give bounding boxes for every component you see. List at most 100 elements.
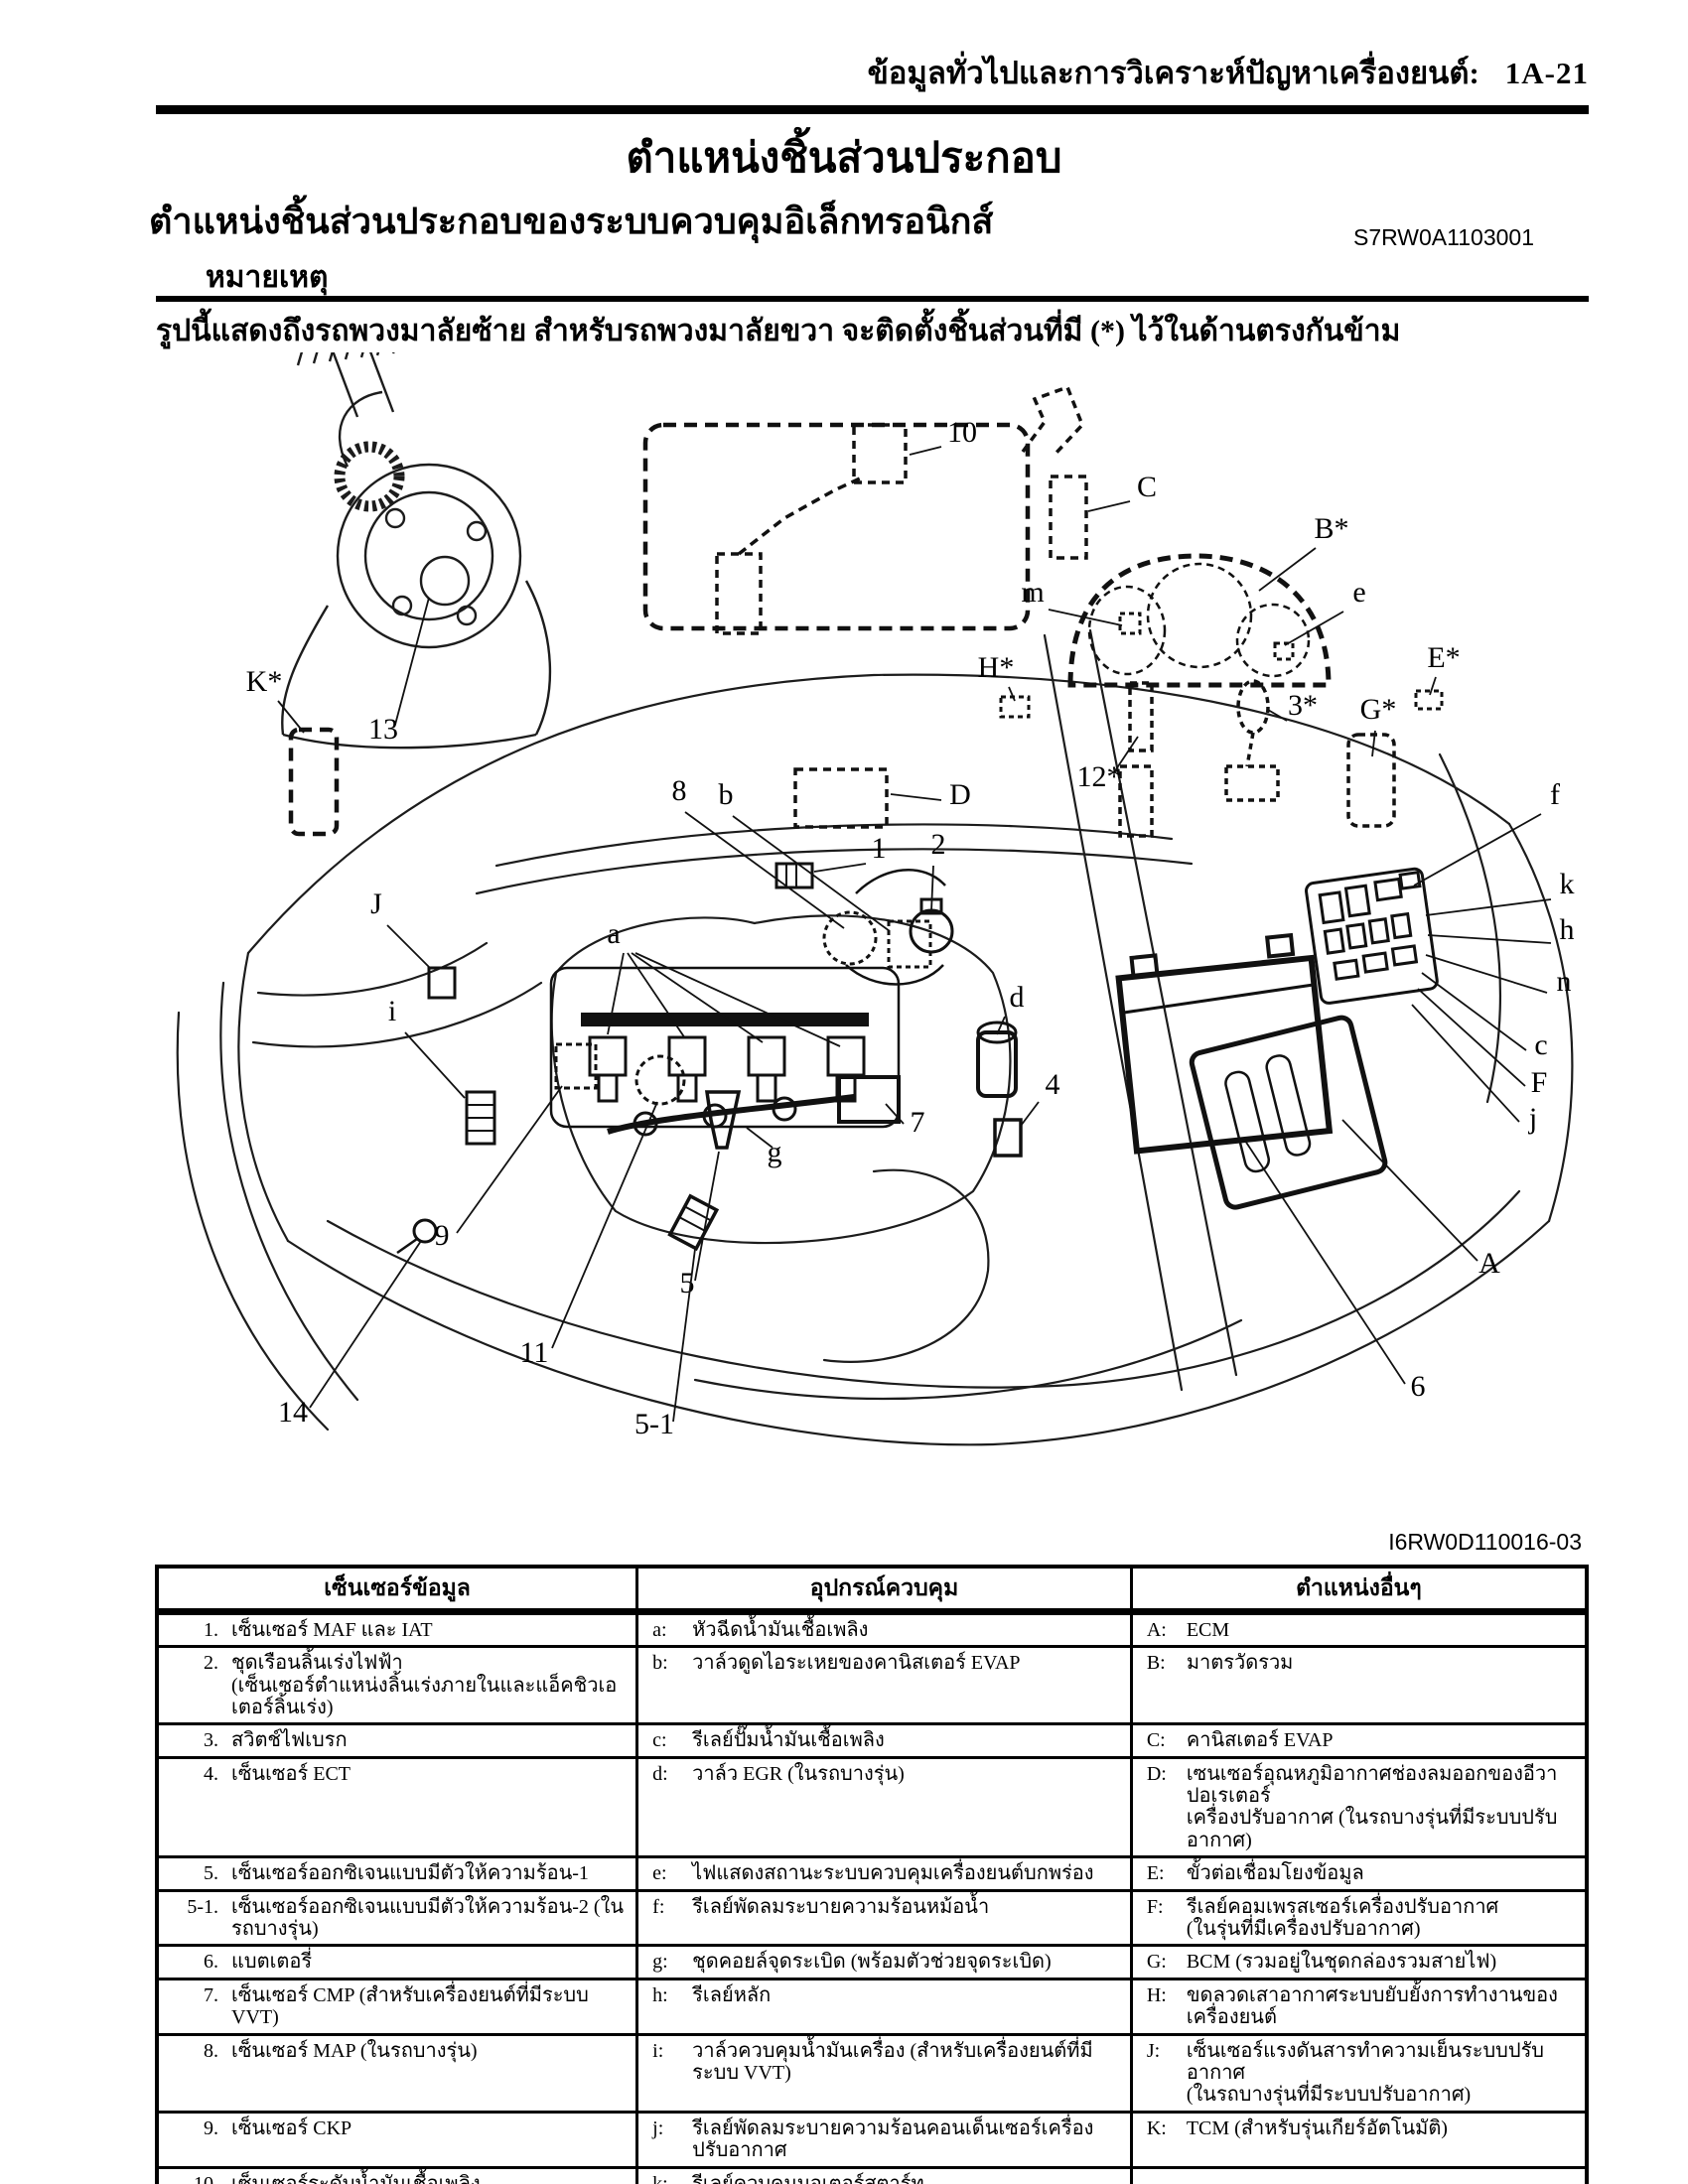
callout-label-n: n xyxy=(1557,965,1572,998)
item-label: ชุดเรือนลิ้นเร่งไฟฟ้า (เซ็นเซอร์ตำแหน่งล… xyxy=(231,1652,618,1718)
callout-label-K: K* xyxy=(246,665,283,698)
engine-components xyxy=(396,862,1023,1255)
table-row: 5-1. เซ็นเซอร์ออกซิเจนแบบมีตัวให้ความร้อน… xyxy=(155,1888,1589,1948)
callout-leader xyxy=(885,1103,905,1125)
callout-label-h: h xyxy=(1560,913,1575,946)
callout-leader xyxy=(813,863,867,873)
instrument-cluster-B xyxy=(1067,553,1332,688)
item-key: b: xyxy=(652,1652,668,1675)
callout-leader xyxy=(1411,1004,1520,1123)
item-key: 8. xyxy=(204,2039,218,2062)
item-key: e: xyxy=(652,1862,667,1885)
item-label: มาตรวัดรวม xyxy=(1186,1652,1294,1675)
callout-leader xyxy=(1020,1101,1040,1127)
item-label: รีเลย์พัดลมระบายความร้อนหม้อน้ำ xyxy=(692,1895,990,1918)
maf-iat-sensor-1 xyxy=(774,862,814,889)
callout-label-8: 8 xyxy=(672,774,687,807)
immobilizer-coil-H xyxy=(999,695,1031,719)
callout-label-m: m xyxy=(1021,576,1044,609)
callout-label-b: b xyxy=(719,778,734,811)
note-label: หมายเหตุ xyxy=(206,261,329,294)
callout-leader xyxy=(1417,988,1526,1087)
item-key: 9. xyxy=(204,2116,218,2139)
page-title: ตำแหน่งชิ้นส่วนประกอบ xyxy=(626,136,1062,182)
control-cell: h:รีเลย์หลัก xyxy=(635,1977,1133,2036)
item-key: c: xyxy=(652,1729,667,1752)
table-header-row: เซ็นเซอร์ข้อมูล อุปกรณ์ควบคุม ตำแหน่งอื่… xyxy=(155,1565,1589,1615)
valve-cover xyxy=(549,966,901,1129)
callout-leader xyxy=(1429,676,1437,696)
callout-label-5: 5 xyxy=(680,1267,695,1299)
page-header: ข้อมูลทั่วไปและการวิเคราะห์ปัญหาเครื่องย… xyxy=(156,48,1589,97)
knock-sensor-11 xyxy=(634,1054,686,1106)
item-label: เซ็นเซอร์ระดับน้ำมันเชื้อเพลิง xyxy=(231,2172,481,2184)
callout-label-e: e xyxy=(1352,576,1365,609)
item-label: เซ็นเซอร์แรงดันสารทำความเย็นระบบปรับอากา… xyxy=(1186,2039,1544,2107)
item-key: D: xyxy=(1146,1762,1167,1785)
callout-label-B: B* xyxy=(1314,512,1348,545)
callout-leader xyxy=(631,952,764,1043)
sensor-cell: 7.เซ็นเซอร์ CMP (สำหรับเครื่องยนต์ที่มีร… xyxy=(155,1977,639,2036)
item-label: แบตเตอรี่ xyxy=(231,1951,313,1974)
item-label: ชุดคอยล์จุดระเบิด (พร้อมตัวช่วยจุดระเบิด… xyxy=(692,1951,1052,1974)
location-cell: C:คานิสเตอร์ EVAP xyxy=(1129,1722,1589,1759)
callout-leader xyxy=(1421,972,1527,1051)
wheel-assembly xyxy=(281,352,552,750)
callout-leader xyxy=(627,952,686,1039)
sensor-cell: 10.เซ็นเซอร์ระดับน้ำมันเชื้อเพลิง xyxy=(155,2165,639,2184)
col-header-locations: ตำแหน่งอื่นๆ xyxy=(1129,1565,1589,1615)
callout-leader xyxy=(746,1127,774,1149)
control-cell: a:หัวฉีดน้ำมันเชื้อเพลิง xyxy=(635,1609,1133,1649)
table-row: 2. ชุดเรือนลิ้นเร่งไฟฟ้า (เซ็นเซอร์ตำแหน่… xyxy=(155,1645,1589,1726)
item-key: 5-1. xyxy=(187,1895,218,1918)
callout-leader xyxy=(456,1085,563,1234)
callout-leader xyxy=(1413,813,1542,887)
callout-leader xyxy=(386,924,432,970)
fuse-relay-box xyxy=(1305,867,1439,1005)
item-key: 4. xyxy=(204,1762,218,1785)
item-label: คานิสเตอร์ EVAP xyxy=(1186,1729,1334,1752)
item-key: 2. xyxy=(204,1652,218,1675)
control-cell: f: รีเลย์พัดลมระบายความร้อนหม้อน้ำ xyxy=(635,1888,1133,1948)
callout-label-k: k xyxy=(1560,868,1575,900)
callout-label-H: H* xyxy=(978,651,1015,684)
ect-sensor-4 xyxy=(993,1118,1023,1158)
callout-leader xyxy=(684,811,845,929)
callout-leader xyxy=(1425,898,1552,916)
callout-label-12: 12* xyxy=(1077,760,1122,793)
item-key: 7. xyxy=(204,1983,218,2006)
car-body-outline xyxy=(176,628,1574,1446)
callout-leader xyxy=(732,815,891,932)
callout-leader xyxy=(1427,934,1552,944)
item-label: เซ็นเซอร์ CKP xyxy=(231,2116,352,2139)
item-key: 3. xyxy=(204,1729,218,1752)
callout-leader xyxy=(930,865,934,912)
item-label: หัวฉีดน้ำมันเชื้อเพลิง xyxy=(692,1618,869,1641)
item-key: K: xyxy=(1146,2116,1167,2139)
refrigerant-pressure-sensor-J xyxy=(427,966,457,1000)
callout-leader xyxy=(277,700,305,734)
callout-leader xyxy=(1267,709,1288,722)
callout-label-d: d xyxy=(1010,981,1025,1014)
location-cell: A:ECM xyxy=(1129,1609,1589,1649)
cmp-sensor-7 xyxy=(837,1075,901,1124)
item-label: เซ็นเซอร์ออกซิเจนแบบมีตัวให้ความร้อน-2 (… xyxy=(231,1895,625,1941)
control-cell: g:ชุดคอยล์จุดระเบิด (พร้อมตัวช่วยจุดระเบ… xyxy=(635,1944,1133,1980)
sensor-cell: 9. เซ็นเซอร์ CKP xyxy=(155,2110,639,2169)
item-key: j: xyxy=(652,2116,664,2139)
header-rule xyxy=(156,105,1589,114)
sensor-cell: 1.เซ็นเซอร์ MAF และ IAT xyxy=(155,1609,639,1649)
sensor-cell: 3.สวิตช์ไฟเบรก xyxy=(155,1722,639,1759)
evap-valve-b xyxy=(887,919,932,969)
item-label: รีเลย์ปั๊มน้ำมันเชื้อเพลิง xyxy=(692,1729,885,1752)
sensor-cell: 4.เซ็นเซอร์ ECT xyxy=(155,1755,639,1859)
control-cell: c: รีเลย์ปั๊มน้ำมันเชื้อเพลิง xyxy=(635,1722,1133,1759)
item-label: เซ็นเซอร์ออกซิเจนแบบมีตัวให้ความร้อน-1 xyxy=(231,1862,589,1885)
callout-label-13: 13 xyxy=(368,713,398,746)
item-key: f: xyxy=(652,1895,665,1918)
item-key: 1. xyxy=(204,1618,218,1641)
